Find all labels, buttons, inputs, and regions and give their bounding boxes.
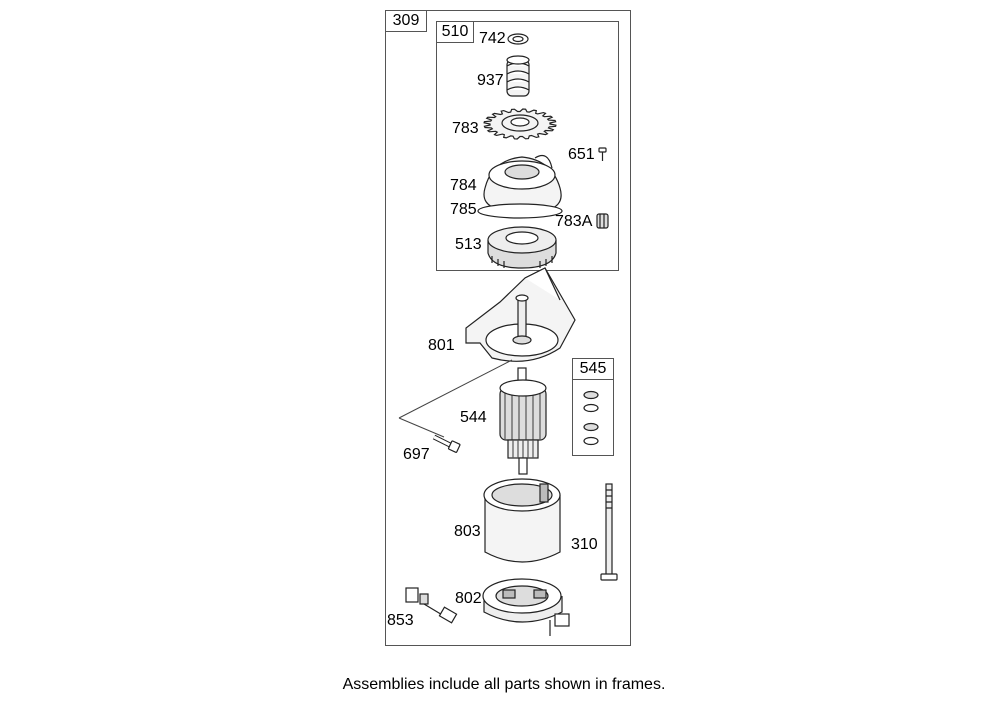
assemblies-footnote: Assemblies include all parts shown in fr… xyxy=(342,676,666,693)
part-label-697: 697 xyxy=(403,446,430,463)
part-802-brushcap xyxy=(482,578,570,636)
part-label-803: 803 xyxy=(454,523,481,540)
part-803-frame xyxy=(483,478,561,563)
part-label-801: 801 xyxy=(428,337,455,354)
part-697-bolt xyxy=(398,359,513,453)
part-label-310: 310 xyxy=(571,536,598,553)
part-label-513: 513 xyxy=(455,236,482,253)
part-545-washers xyxy=(583,390,599,446)
part-label-651: 651 xyxy=(568,146,595,163)
assembly-510-frame xyxy=(436,21,619,271)
part-785-gasket xyxy=(477,203,563,219)
assembly-309-tag: 309 xyxy=(385,10,427,32)
part-937-helix xyxy=(506,55,530,97)
assembly-309-frame xyxy=(385,10,631,646)
part-784-cover xyxy=(483,155,562,211)
assembly-545-tag: 545 xyxy=(572,358,614,380)
part-783-gear xyxy=(483,108,557,140)
part-label-784: 784 xyxy=(450,177,477,194)
part-513-clutch xyxy=(487,226,557,269)
part-label-742: 742 xyxy=(479,30,506,47)
part-label-853: 853 xyxy=(387,612,414,629)
part-853-connector xyxy=(405,587,458,624)
part-label-937: 937 xyxy=(477,72,504,89)
part-742-retainer xyxy=(507,33,529,45)
part-label-783a: 783A xyxy=(555,213,593,230)
part-label-785: 785 xyxy=(450,201,477,218)
part-label-783: 783 xyxy=(452,120,479,137)
part-label-544: 544 xyxy=(460,409,487,426)
part-310-throughbolt xyxy=(600,483,618,581)
part-801-endcap xyxy=(465,267,576,362)
part-783a-nut xyxy=(596,213,609,229)
part-544-armature xyxy=(499,367,547,475)
assembly-510-tag: 510 xyxy=(436,21,474,43)
part-label-802: 802 xyxy=(455,590,482,607)
part-651-screw xyxy=(598,147,607,161)
